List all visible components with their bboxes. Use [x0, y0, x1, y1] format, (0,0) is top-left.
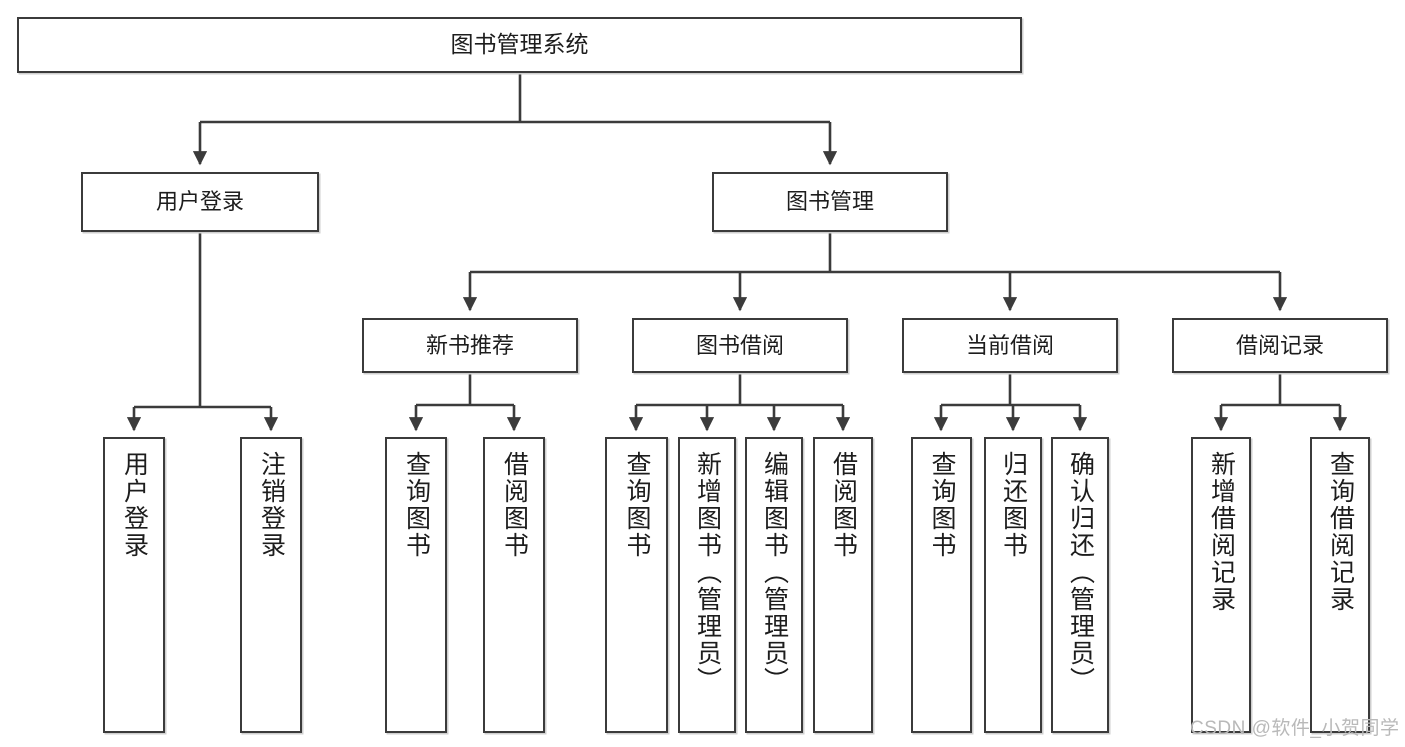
node-new-book-rec[interactable]: 新书推荐: [362, 318, 578, 373]
node-leaf-rec-query-label: 查询图书: [402, 451, 431, 559]
node-leaf-cur-confirm[interactable]: 确认归还（管理员）: [1051, 437, 1109, 733]
node-leaf-rec-search-label: 查询借阅记录: [1326, 451, 1355, 613]
node-root[interactable]: 图书管理系统: [17, 17, 1022, 73]
node-book-manage-label: 图书管理: [785, 189, 874, 215]
node-leaf-borrow-do[interactable]: 借阅图书: [813, 437, 873, 733]
node-current-borrow[interactable]: 当前借阅: [902, 318, 1118, 373]
node-leaf-borrow-add-label: 新增图书（管理员）: [693, 451, 722, 694]
node-leaf-borrow-edit-label: 编辑图书（管理员）: [760, 451, 789, 694]
node-leaf-cur-confirm-label: 确认归还（管理员）: [1066, 451, 1095, 694]
node-book-borrow-label: 图书借阅: [695, 332, 784, 358]
node-leaf-user-logout-label: 注销登录: [257, 451, 286, 559]
node-borrow-record[interactable]: 借阅记录: [1172, 318, 1388, 373]
node-leaf-rec-borrow[interactable]: 借阅图书: [483, 437, 545, 733]
node-leaf-rec-borrow-label: 借阅图书: [500, 451, 529, 559]
node-book-manage[interactable]: 图书管理: [712, 172, 948, 232]
node-leaf-cur-return-label: 归还图书: [999, 451, 1028, 559]
node-leaf-borrow-edit[interactable]: 编辑图书（管理员）: [745, 437, 803, 733]
node-leaf-user-login[interactable]: 用户登录: [103, 437, 165, 733]
node-leaf-user-login-label: 用户登录: [120, 451, 149, 559]
node-leaf-rec-add-label: 新增借阅记录: [1207, 451, 1236, 613]
watermark: CSDN @软件_小贺同学: [1190, 718, 1400, 739]
node-user-login-label: 用户登录: [155, 189, 244, 215]
node-leaf-borrow-query-label: 查询图书: [623, 451, 651, 559]
node-leaf-rec-search[interactable]: 查询借阅记录: [1310, 437, 1370, 733]
node-leaf-borrow-do-label: 借阅图书: [829, 451, 858, 559]
node-leaf-cur-query[interactable]: 查询图书: [911, 437, 972, 733]
node-leaf-borrow-query[interactable]: 查询图书: [605, 437, 668, 733]
node-leaf-rec-add[interactable]: 新增借阅记录: [1191, 437, 1251, 733]
node-borrow-record-label: 借阅记录: [1235, 332, 1324, 358]
node-user-login[interactable]: 用户登录: [81, 172, 319, 232]
node-leaf-user-logout[interactable]: 注销登录: [240, 437, 302, 733]
node-leaf-cur-query-label: 查询图书: [928, 451, 956, 559]
node-book-borrow[interactable]: 图书借阅: [632, 318, 848, 373]
node-leaf-borrow-add[interactable]: 新增图书（管理员）: [678, 437, 736, 733]
node-current-borrow-label: 当前借阅: [965, 332, 1054, 358]
node-new-book-rec-label: 新书推荐: [425, 332, 514, 358]
node-leaf-cur-return[interactable]: 归还图书: [984, 437, 1042, 733]
node-root-label: 图书管理系统: [450, 31, 589, 58]
node-leaf-rec-query[interactable]: 查询图书: [385, 437, 447, 733]
